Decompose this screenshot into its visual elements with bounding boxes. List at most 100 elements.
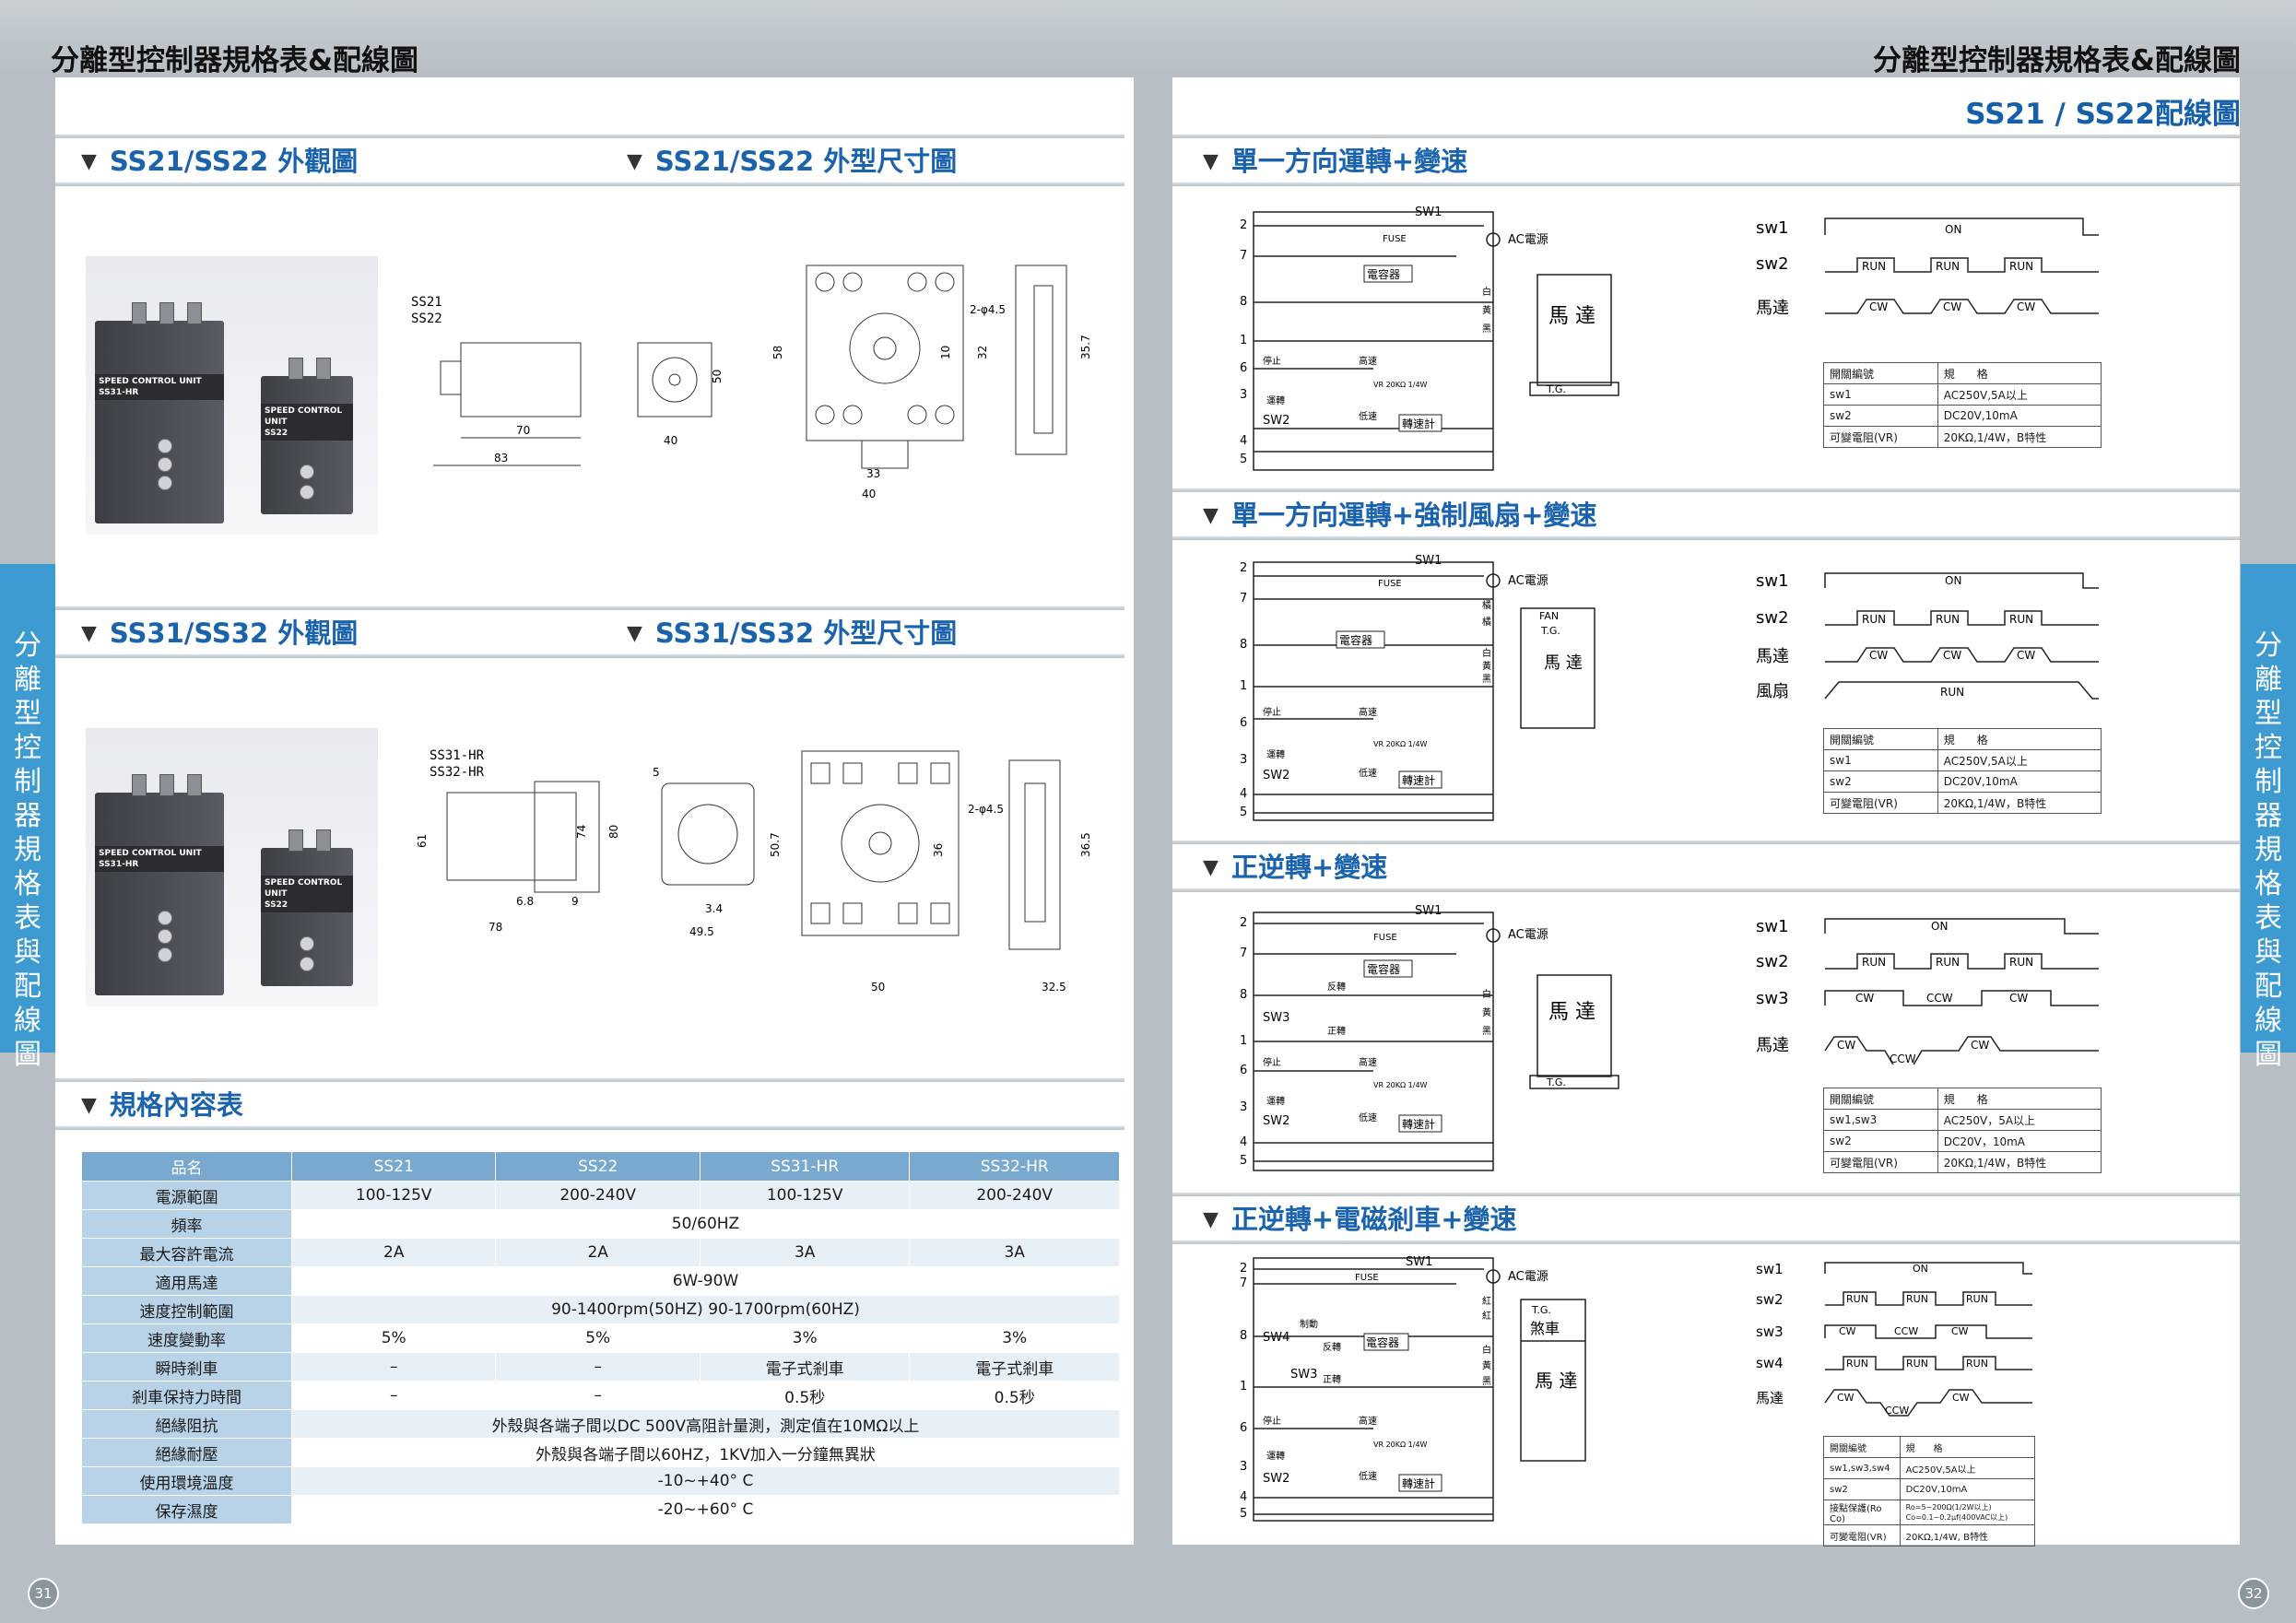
right-side-tab: 分離型控制器規格表與配線圖: [2241, 564, 2296, 1071]
sw1-label: SW1: [1415, 554, 1442, 568]
timing-run: RUN: [1906, 1293, 1928, 1305]
table-cell: 接點保護(Ro Co): [1823, 1500, 1901, 1525]
triangle-icon: ▼: [1203, 1208, 1219, 1231]
section-title-wiring-2: ▼單一方向運轉+強制風扇+變速: [1203, 494, 1597, 533]
tach-label: 轉速計: [1402, 1117, 1435, 1131]
row-label: 保存濕度: [81, 1495, 292, 1524]
section-title-wiring-1: ▼單一方向運轉+變速: [1203, 140, 1467, 179]
dim-83: 83: [494, 452, 508, 465]
table-cell: –: [495, 1381, 701, 1410]
table-cell: AC250V，5A以上: [1937, 1109, 2102, 1131]
table-cell: sw1: [1823, 383, 1938, 406]
timing-cw: CW: [1952, 1392, 1970, 1404]
table-cell: 100-125V: [699, 1181, 911, 1210]
table-cell: 開關編號: [1823, 1088, 1938, 1110]
table-cell: 開關編號: [1823, 728, 1938, 750]
row-label: 剎車保持力時間: [81, 1381, 292, 1410]
table-row: 開關編號規 格: [1823, 1088, 2102, 1110]
table-cell: DC20V,10mA: [1899, 1478, 2036, 1500]
svg-text:1: 1: [1240, 1380, 1247, 1394]
yellow-label: 黃: [1482, 1006, 1491, 1018]
tach-label: 轉速計: [1402, 773, 1435, 787]
low-label: 低速: [1359, 410, 1377, 422]
svg-text:7: 7: [1240, 249, 1247, 263]
ac-label: AC電源: [1508, 574, 1548, 588]
table-cell: 0.5秒: [909, 1381, 1120, 1410]
knob: [158, 929, 172, 944]
unit-model: SS22: [265, 429, 288, 438]
timing-cw: CW: [1837, 1392, 1854, 1404]
table-header: 品名: [81, 1151, 292, 1182]
divider: [55, 135, 1124, 138]
table-cell: 2A: [290, 1238, 497, 1267]
svg-text:5: 5: [1240, 453, 1247, 466]
terminal: [159, 774, 174, 796]
tg-label: T.G.: [1546, 1076, 1566, 1088]
table-cell: 外殼與各端子間以60HZ，1KV加入一分鐘無異狀: [291, 1438, 1120, 1467]
yellow-label: 黃: [1482, 304, 1491, 316]
timing-run: RUN: [2009, 956, 2033, 969]
table-cell: 規 格: [1899, 1436, 2036, 1458]
black-label: 黑: [1482, 323, 1491, 335]
stop-label: 停止: [1263, 1056, 1281, 1068]
timing-cw: CW: [1869, 649, 1888, 662]
yellow-label: 黃: [1482, 660, 1491, 672]
left-header-title: 分離型控制器規格表&配線圖: [51, 44, 419, 77]
timing-sw3: sw3: [1756, 1323, 1784, 1340]
divider: [55, 182, 1124, 186]
section-text: SS31/SS32 外型尺寸圖: [654, 617, 958, 649]
table-cell: sw2: [1823, 1130, 1938, 1152]
unit-brand: SPEED CONTROL UNIT: [99, 377, 202, 386]
svg-text:8: 8: [1240, 1329, 1247, 1343]
svg-text:1: 1: [1240, 679, 1247, 693]
table-cell: 可變電阻(VR): [1823, 1151, 1938, 1173]
high-label: 高速: [1359, 1056, 1377, 1068]
terminal: [316, 358, 331, 380]
timing-on: ON: [1931, 920, 1948, 933]
table-cell: 20KΩ,1/4W，B特性: [1937, 1151, 2102, 1173]
white-label: 白: [1482, 1344, 1491, 1356]
timing-on: ON: [1945, 574, 1961, 587]
row-label: 速度變動率: [81, 1323, 292, 1353]
cap-label: 電容器: [1366, 1335, 1399, 1349]
table-cell: –: [290, 1381, 497, 1410]
black-label: 黑: [1482, 1026, 1491, 1037]
terminal: [288, 358, 303, 380]
svg-text:8: 8: [1240, 988, 1247, 1002]
cap-label: 電容器: [1367, 962, 1400, 976]
table-row: 絕緣耐壓外殼與各端子間以60HZ，1KV加入一分鐘無異狀: [81, 1438, 1120, 1467]
dim-507: 50.7: [769, 832, 782, 857]
white-label: 白: [1482, 286, 1491, 298]
timing-on: ON: [1945, 223, 1961, 236]
white-label: 白: [1482, 988, 1491, 1000]
table-header: SS21: [290, 1151, 497, 1182]
fuse-label: FUSE: [1355, 1273, 1379, 1283]
dim-325: 32.5: [1042, 981, 1066, 994]
divider: [55, 654, 1124, 658]
table-row: 開關編號規 格: [1823, 728, 2102, 750]
table-cell: 6W-90W: [291, 1266, 1120, 1296]
table-cell: 3A: [909, 1238, 1120, 1267]
high-label: 高速: [1359, 1415, 1377, 1427]
table-cell: sw1,sw3: [1823, 1109, 1938, 1131]
table-cell: DC20V,10mA: [1937, 770, 2102, 793]
section-title-ss21-dims: ▼SS21/SS22 外型尺寸圖: [627, 140, 957, 179]
divider: [55, 1126, 1124, 1130]
knob: [158, 457, 172, 472]
timing-ccw: CCW: [1890, 1053, 1916, 1064]
brake-label: 煞車: [1530, 1320, 1560, 1337]
table-cell: 電子式剎車: [909, 1352, 1120, 1382]
svg-text:6: 6: [1240, 1064, 1247, 1077]
timing-cw: CW: [2009, 992, 2028, 1005]
